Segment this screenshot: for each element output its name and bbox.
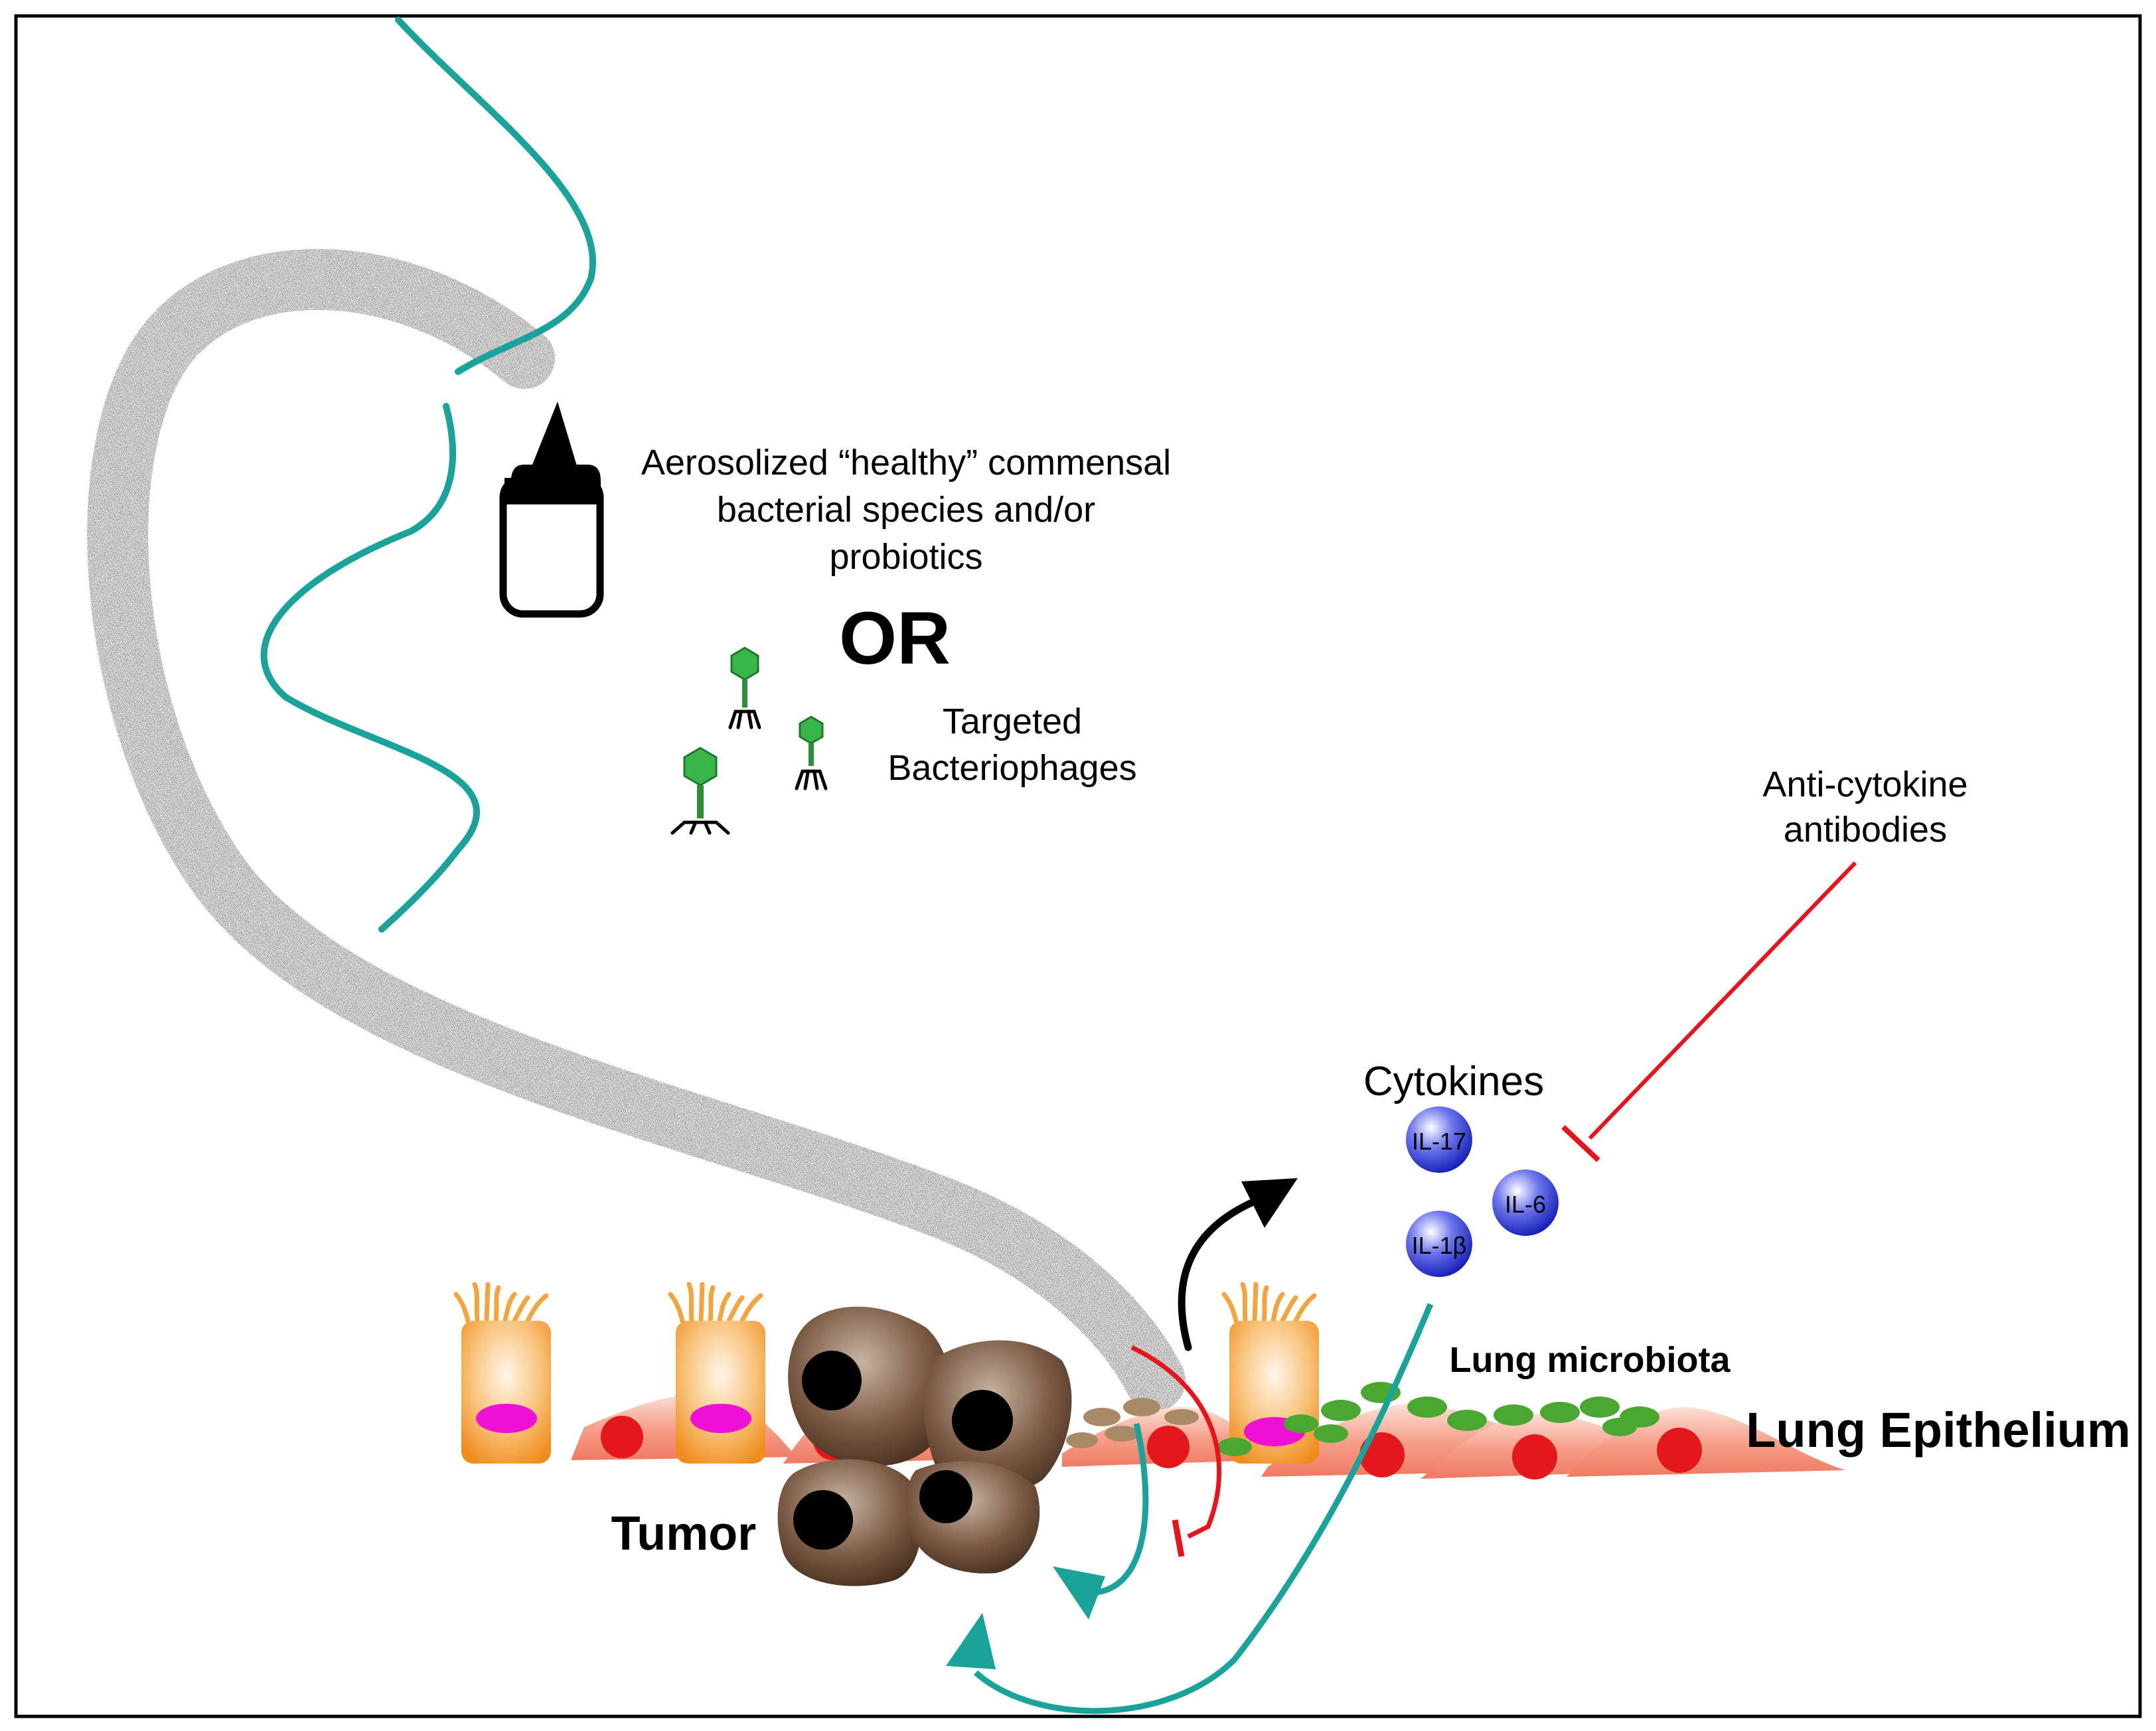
cytokine-sphere-icon: IL-17	[1406, 1106, 1472, 1173]
ciliated-cell	[668, 1282, 765, 1464]
airway-wall	[87, 249, 1186, 1411]
inhaler-icon	[499, 402, 604, 618]
cytokine-sphere-icon: IL-1β	[1406, 1211, 1472, 1277]
feedback-arrow-long-head	[946, 1613, 996, 1669]
cytokine-sphere-icon: IL-6	[1492, 1169, 1559, 1236]
feedback-arrow-long	[974, 1303, 1434, 1714]
bacteriophage-icon	[795, 715, 828, 790]
tumor-label: Tumor	[611, 1507, 757, 1560]
bacteriophage-icon	[670, 747, 730, 835]
airflow-line-top	[395, 17, 596, 375]
airflow-line-bottom	[260, 403, 480, 933]
feedback-arrow-short-head	[1053, 1566, 1105, 1619]
red-inhibition-curve	[1130, 1345, 1222, 1557]
il1b-label: IL-1β	[1412, 1232, 1467, 1259]
ciliated-cell	[1221, 1282, 1319, 1464]
secretion-arrow	[1178, 1178, 1298, 1351]
figure-border	[14, 14, 2142, 1718]
aerosol-line-3: probiotics	[829, 537, 982, 577]
il17-label: IL-17	[1412, 1128, 1466, 1155]
aerosol-line-1: Aerosolized “healthy” commensal	[641, 443, 1171, 483]
lung-epithelium-label: Lung Epithelium	[1746, 1402, 2131, 1458]
phage-line-1: Targeted	[943, 702, 1082, 741]
phage-line-2: Bacteriophages	[887, 748, 1136, 788]
feedback-arrow-short	[1088, 1423, 1149, 1596]
cytokines-label: Cytokines	[1363, 1059, 1544, 1104]
inhibition-arrow	[1561, 861, 1857, 1162]
microbiota-cluster	[1066, 1382, 1659, 1456]
tumor-mass	[777, 1306, 1072, 1586]
bacteriophage-icon	[728, 646, 761, 729]
or-label: OR	[839, 597, 951, 680]
aerosol-caption: Aerosolized “healthy” commensal bacteria…	[641, 443, 1171, 577]
il6-label: IL-6	[1505, 1191, 1546, 1218]
anti-cytokine-line-2: antibodies	[1784, 810, 1947, 850]
anti-cytokine-line-1: Anti-cytokine	[1762, 765, 1967, 804]
aerosol-line-2: bacterial species and/or	[717, 490, 1095, 530]
lung-microbiota-label: Lung microbiota	[1450, 1340, 1731, 1380]
ciliated-cell	[453, 1282, 551, 1464]
